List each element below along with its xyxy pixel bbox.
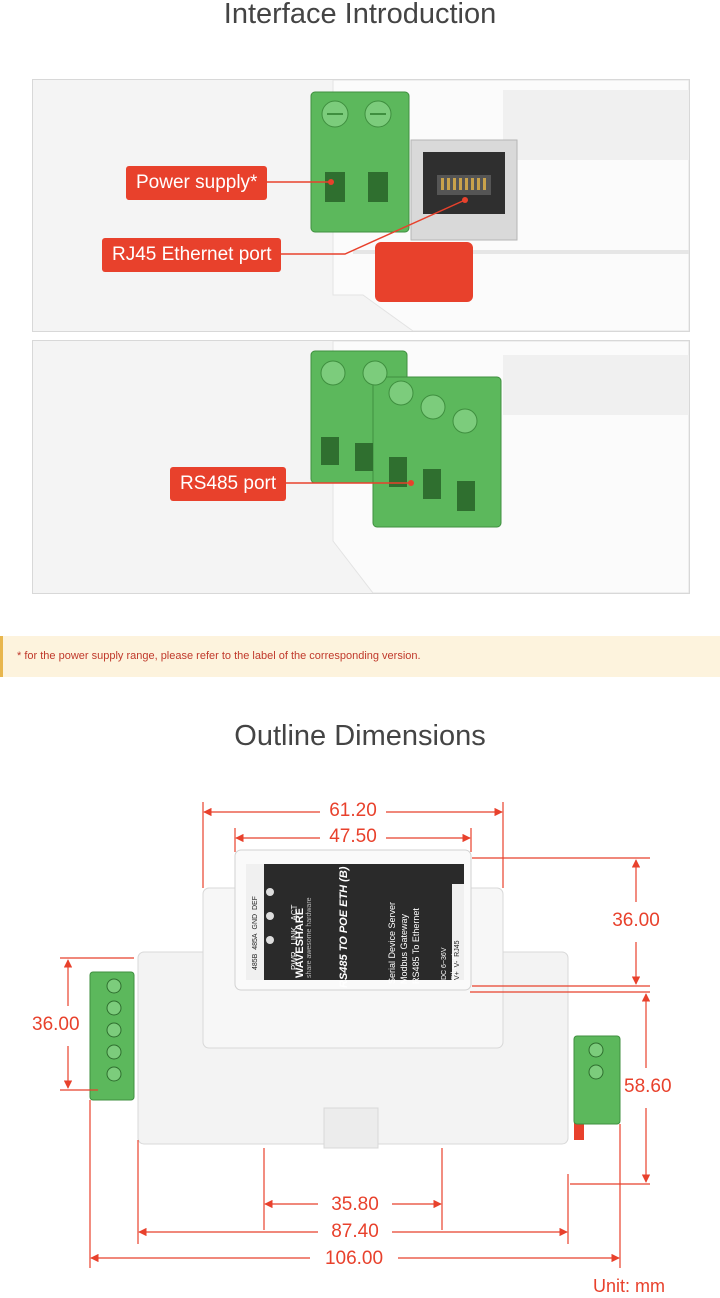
label-pins-top: 485B 485A GND DEF [252, 896, 259, 970]
unit-label: Unit: mm [593, 1276, 665, 1296]
interface-photo-rs485: RS485 port [32, 340, 690, 594]
device-body [137, 849, 584, 1149]
power-supply-note: * for the power supply range, please ref… [0, 636, 720, 677]
label-pins-right: V+ V- RJ45 [454, 940, 461, 980]
label-tagline: share awesome hardware [306, 897, 313, 978]
interface-title: Interface Introduction [223, 0, 497, 30]
pin-gnd: GND [252, 913, 259, 930]
led-link: LINK [290, 926, 299, 945]
note-text: * for the power supply range, please ref… [17, 650, 421, 662]
callout-rj45-port: RJ45 Ethernet port [102, 238, 282, 272]
label-desc-3: RS485 To Ethernet [411, 908, 421, 984]
dim-bottom-mid: 87.40 [327, 1221, 383, 1243]
label-power-range: DC 6~36V [441, 947, 448, 981]
label-desc-1: Serial Device Server [387, 901, 397, 984]
dim-bottom-inner: 35.80 [327, 1194, 383, 1216]
right-terminal-block [573, 1035, 621, 1125]
device-illustration-top [33, 80, 689, 331]
callout-power-supply: Power supply* [126, 166, 268, 200]
label-desc-2: Modbus Gateway [399, 913, 409, 984]
callout-rs485-port: RS485 port [170, 467, 287, 501]
interface-photo-power-rj45: Power supply* RJ45 Ethernet port [32, 79, 690, 332]
pin-vminus: V- [454, 960, 461, 968]
left-terminal-block [89, 971, 135, 1101]
dim-left-terminal: 36.00 [32, 1014, 80, 1035]
device-label-model: RS485 TO POE ETH (B) [338, 867, 350, 988]
dim-right-upper: 36.00 [608, 910, 664, 932]
dim-top-outer: 61.20 [325, 800, 381, 822]
label-leds: PWR LINK ACT [290, 905, 299, 970]
dim-right-lower: 58.60 [624, 1076, 672, 1097]
led-pwr: PWR [290, 951, 299, 970]
led-act: ACT [290, 904, 299, 921]
dimensions-title: Outline Dimensions [234, 720, 486, 752]
pin-485b: 485B [252, 953, 259, 970]
label-model: RS485 TO POE ETH (B) [338, 866, 350, 988]
pin-rj45: RJ45 [454, 940, 461, 957]
dim-bottom-outer: 106.00 [320, 1248, 388, 1270]
device-label-desc: Serial Device Server Modbus Gateway RS48… [386, 902, 422, 984]
outline-dimensions-drawing [60, 802, 651, 1268]
device-illustration-rs485 [33, 341, 689, 593]
pin-485a: 485A [252, 933, 259, 950]
pin-vplus: V+ [454, 971, 461, 980]
dim-top-inner: 47.50 [325, 826, 381, 848]
pin-def: DEF [252, 896, 259, 911]
